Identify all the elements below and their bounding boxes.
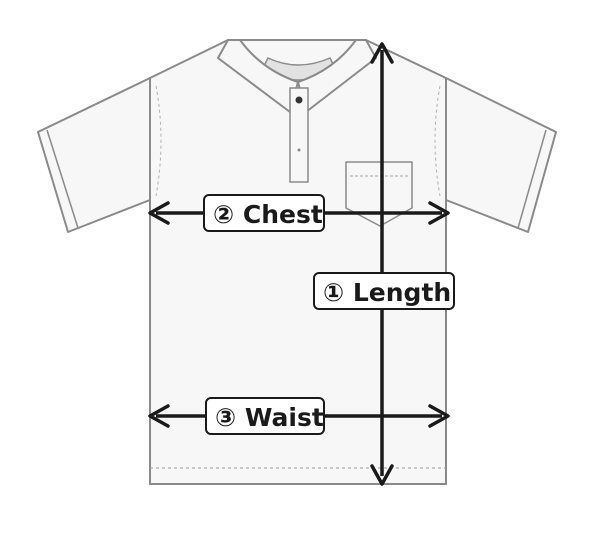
length-arrow-head-top xyxy=(370,42,394,64)
button xyxy=(297,148,301,152)
shirt-body xyxy=(149,39,447,485)
placket xyxy=(289,87,309,183)
button xyxy=(295,96,303,104)
left-sleeve-cuff xyxy=(46,129,79,229)
right-armhole-stitch xyxy=(434,85,441,197)
waist-arrow-head-right xyxy=(428,404,450,428)
chest-arrow-head-right xyxy=(428,201,450,225)
waist-arrow-head-left xyxy=(148,404,170,428)
right-sleeve-cuff xyxy=(517,129,547,229)
length-label: ① Length xyxy=(313,272,455,310)
chest-label: ② Chest xyxy=(203,194,325,232)
waist-label: ③ Waist xyxy=(205,397,325,435)
length-arrow-head-bottom xyxy=(370,464,394,486)
chest-pocket xyxy=(345,161,413,227)
left-armhole-stitch xyxy=(155,85,162,197)
chest-arrow-head-left xyxy=(148,201,170,225)
